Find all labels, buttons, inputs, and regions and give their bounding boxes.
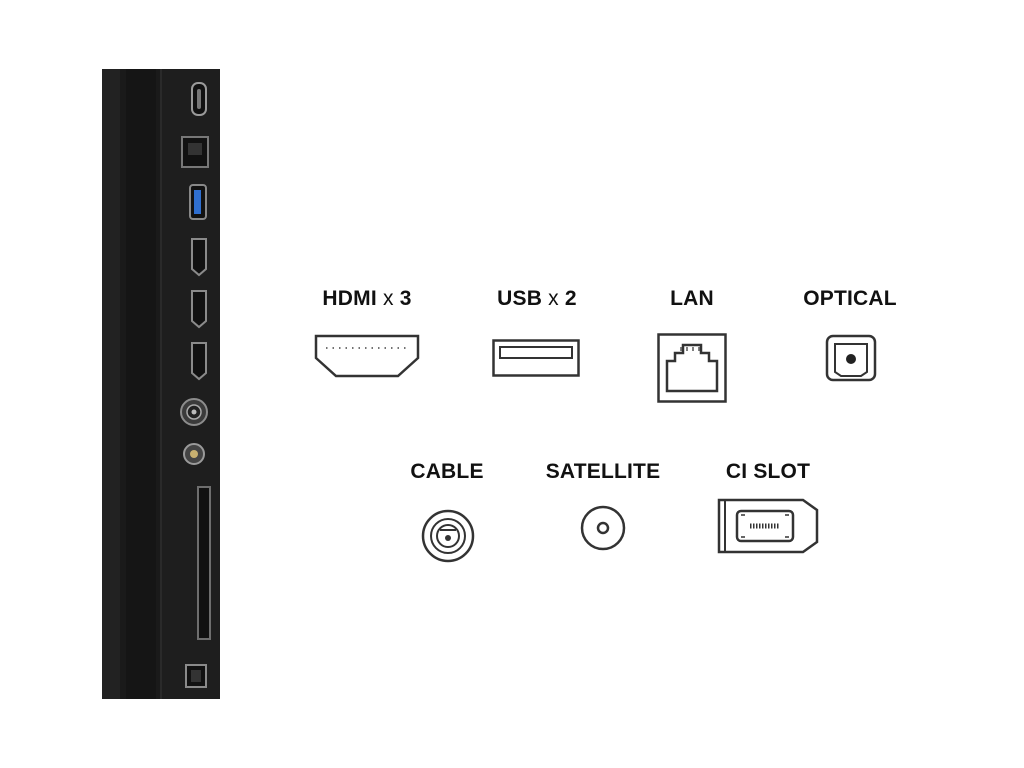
hdmi-label: HDMI x 3 <box>322 287 411 311</box>
hdmi-port-icon <box>191 290 207 329</box>
hdmi-icon <box>314 334 420 378</box>
lan-icon <box>657 333 727 403</box>
tv-side-panel-illustration <box>102 69 220 699</box>
ci-slot-name: CI SLOT <box>725 460 811 483</box>
optical-label: OPTICAL <box>803 287 897 311</box>
hdmi-port-icon <box>191 238 207 277</box>
cable-port-icon <box>180 398 208 426</box>
cable-label: CABLE <box>410 460 483 484</box>
lan-name: LAN <box>670 287 714 310</box>
usb-icon <box>492 339 580 377</box>
usb-count: 2 <box>564 287 577 310</box>
hdmi-name: HDMI <box>322 287 377 310</box>
lan-label: LAN <box>670 287 714 311</box>
usb-multiplier: x <box>548 287 559 310</box>
hdmi-port-icon <box>191 342 207 381</box>
optical-port-icon <box>185 664 207 688</box>
satellite-label: SATELLITE <box>546 460 661 484</box>
lan-port-icon <box>181 136 209 168</box>
satellite-icon <box>580 505 626 551</box>
cable-icon <box>420 508 476 564</box>
optical-icon <box>825 334 877 382</box>
usb-name: USB <box>497 287 543 310</box>
ci-slot-label: CI SLOT <box>726 460 810 484</box>
ci-slot-icon-large <box>717 496 819 556</box>
hdmi-multiplier: x <box>382 287 394 310</box>
satellite-name: SATELLITE <box>545 460 661 483</box>
tv-side-panel <box>102 69 220 699</box>
cable-name: CABLE <box>410 460 484 483</box>
usb-port-icon <box>189 184 207 220</box>
usb-c-port-icon <box>191 82 207 116</box>
hdmi-count: 3 <box>399 287 412 310</box>
usb-label: USB x 2 <box>497 287 577 311</box>
optical-name: OPTICAL <box>803 287 897 310</box>
satellite-port-icon <box>183 443 205 465</box>
ci-slot-icon <box>197 486 211 640</box>
